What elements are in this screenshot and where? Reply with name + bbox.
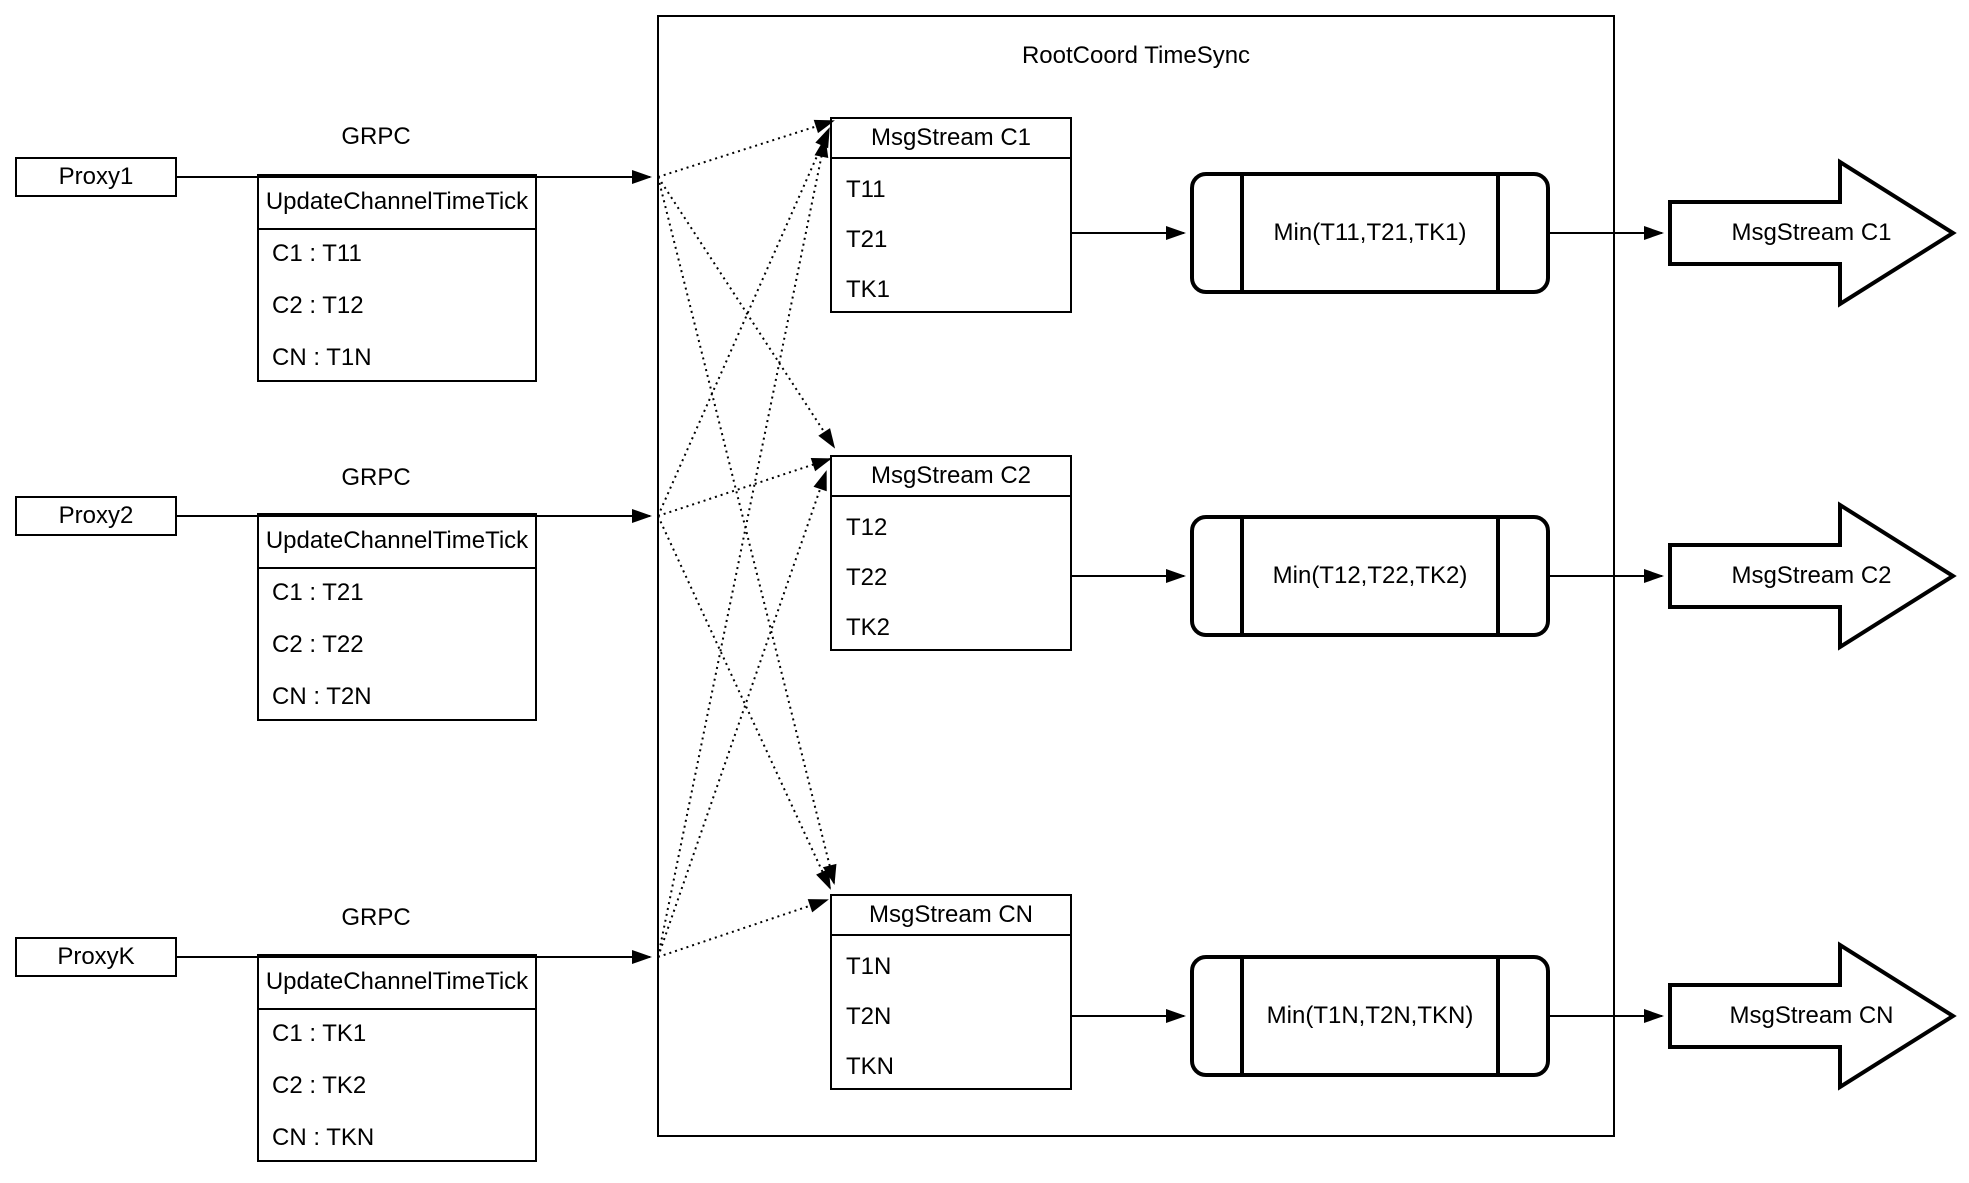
- table-header: UpdateChannelTimeTick: [259, 515, 535, 569]
- msgstream-cn-table: MsgStream CN T1N T2N TKN: [830, 894, 1072, 1090]
- min-box-divider: [1496, 519, 1500, 633]
- table-row: TK2: [846, 614, 891, 641]
- min-box-cn: Min(T1N,T2N,TKN): [1190, 955, 1550, 1077]
- min-box-divider: [1240, 176, 1244, 290]
- grpc-label-1: GRPC: [341, 122, 411, 150]
- table-row: C2 : T12: [272, 292, 364, 319]
- grpc-label-3: GRPC: [341, 903, 411, 931]
- min-box-c2: Min(T12,T22,TK2): [1190, 515, 1550, 637]
- proxyk-box: ProxyK: [15, 937, 177, 977]
- table-row: CN : TKN: [272, 1124, 375, 1151]
- min-label-c2: Min(T12,T22,TK2): [1272, 562, 1468, 589]
- table-row: T21: [846, 226, 888, 253]
- table-header: UpdateChannelTimeTick: [259, 956, 535, 1010]
- min-box-divider: [1240, 959, 1244, 1073]
- table-row: T12: [846, 514, 888, 541]
- table-row: C2 : TK2: [272, 1072, 367, 1099]
- rootcoord-title: RootCoord TimeSync: [1021, 41, 1251, 69]
- table-row: C1 : TK1: [272, 1020, 367, 1047]
- table-row: C1 : T21: [272, 579, 364, 606]
- min-box-c1: Min(T11,T21,TK1): [1190, 172, 1550, 294]
- min-box-divider: [1496, 959, 1500, 1073]
- table-row: T22: [846, 564, 888, 591]
- table-row: C1 : T11: [272, 240, 362, 267]
- table-row: CN : T2N: [272, 683, 372, 710]
- table-row: T1N: [846, 953, 892, 980]
- proxy2-box: Proxy2: [15, 496, 177, 536]
- update-channel-timetick-table-2: UpdateChannelTimeTick C1 : T21 C2 : T22 …: [257, 513, 537, 721]
- msgstream-c1-table: MsgStream C1 T11 T21 TK1: [830, 117, 1072, 313]
- update-channel-timetick-table-3: UpdateChannelTimeTick C1 : TK1 C2 : TK2 …: [257, 954, 537, 1162]
- proxy1-box: Proxy1: [15, 157, 177, 197]
- min-box-divider: [1496, 176, 1500, 290]
- min-box-divider: [1240, 519, 1244, 633]
- table-header: UpdateChannelTimeTick: [259, 176, 535, 230]
- table-header: MsgStream CN: [832, 896, 1070, 936]
- min-label-cn: Min(T1N,T2N,TKN): [1266, 1002, 1474, 1029]
- table-row: TK1: [846, 276, 891, 303]
- output-arrow-label-c2: MsgStream C2: [1731, 561, 1892, 589]
- output-arrow-label-c1: MsgStream C1: [1731, 218, 1892, 246]
- msgstream-c2-table: MsgStream C2 T12 T22 TK2: [830, 455, 1072, 651]
- table-row: T2N: [846, 1003, 892, 1030]
- table-header: MsgStream C2: [832, 457, 1070, 497]
- table-header: MsgStream C1: [832, 119, 1070, 159]
- table-row: TKN: [846, 1053, 894, 1080]
- update-channel-timetick-table-1: UpdateChannelTimeTick C1 : T11 C2 : T12 …: [257, 174, 537, 382]
- table-row: T11: [846, 176, 886, 203]
- grpc-label-2: GRPC: [341, 463, 411, 491]
- output-arrow-label-cn: MsgStream CN: [1729, 1001, 1894, 1029]
- min-label-c1: Min(T11,T21,TK1): [1273, 219, 1467, 246]
- table-row: CN : T1N: [272, 344, 372, 371]
- table-row: C2 : T22: [272, 631, 364, 658]
